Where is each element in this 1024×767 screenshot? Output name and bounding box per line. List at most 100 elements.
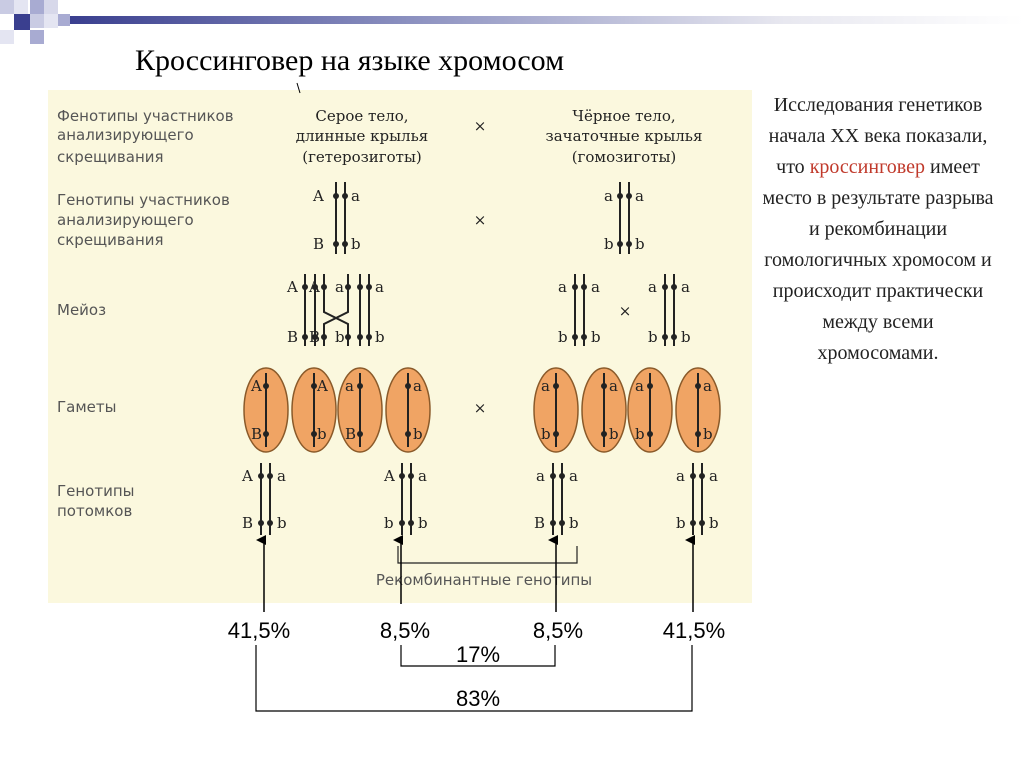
allele-label: B bbox=[309, 328, 320, 346]
parent-right-phenotype: Чёрное тело, зачаточные крылья (гомозиго… bbox=[546, 107, 703, 166]
svg-text:длинные крылья: длинные крылья bbox=[296, 127, 428, 145]
allele-label: b bbox=[703, 425, 713, 443]
row-label-offspring: Генотипы потомков bbox=[57, 482, 135, 520]
allele-label: B bbox=[345, 425, 356, 443]
gamete: a b bbox=[581, 367, 627, 453]
side-text: Исследования генетиков начала XX века по… bbox=[760, 90, 996, 369]
title-gradient-bar bbox=[70, 16, 1024, 24]
svg-text:Серое тело,: Серое тело, bbox=[315, 107, 408, 125]
allele-label: b bbox=[569, 514, 579, 532]
allele-label: B bbox=[251, 425, 262, 443]
allele-label: b bbox=[351, 235, 361, 253]
gamete: a B bbox=[337, 367, 383, 453]
allele-label: a bbox=[541, 377, 550, 395]
gamete: a b bbox=[627, 367, 673, 453]
meiosis-right-loci bbox=[572, 284, 677, 340]
allele-label: a bbox=[375, 278, 384, 296]
svg-text:зачаточные крылья: зачаточные крылья bbox=[546, 127, 703, 145]
allele-label: b bbox=[648, 328, 658, 346]
percentage-label: 41,5% bbox=[663, 618, 725, 643]
allele-label: b bbox=[635, 235, 645, 253]
allele-label: A bbox=[312, 187, 324, 205]
allele-label: b bbox=[591, 328, 601, 346]
side-text-highlight: кроссинговер bbox=[809, 156, 925, 178]
row-label-phenotypes: Фенотипы участников анализирующего скрещ… bbox=[57, 107, 234, 166]
cross-symbol: × bbox=[474, 399, 487, 417]
diagram-panel bbox=[48, 90, 752, 603]
allele-label: a bbox=[635, 377, 644, 395]
allele-label: A bbox=[383, 467, 395, 485]
svg-text:Фенотипы участников: Фенотипы участников bbox=[57, 107, 234, 125]
allele-label: a bbox=[418, 467, 427, 485]
allele-label: b bbox=[375, 328, 385, 346]
allele-label: b bbox=[541, 425, 551, 443]
allele-label: a bbox=[413, 377, 422, 395]
row-label-meiosis: Мейоз bbox=[57, 301, 106, 319]
svg-text:анализирующего: анализирующего bbox=[57, 211, 194, 229]
svg-text:скрещивания: скрещивания bbox=[57, 231, 164, 249]
svg-text:Генотипы: Генотипы bbox=[57, 482, 135, 500]
allele-label: a bbox=[648, 278, 657, 296]
allele-label: B bbox=[287, 328, 298, 346]
offspring-genotype: A a b b bbox=[383, 463, 428, 535]
allele-label: a bbox=[676, 467, 685, 485]
cross-symbol: × bbox=[619, 302, 632, 320]
svg-text:скрещивания: скрещивания bbox=[57, 148, 164, 166]
allele-label: A bbox=[286, 278, 298, 296]
allele-label: a bbox=[335, 278, 344, 296]
svg-text:Чёрное тело,: Чёрное тело, bbox=[572, 107, 675, 125]
allele-label: b bbox=[558, 328, 568, 346]
gamete: a b bbox=[675, 367, 721, 453]
allele-label: a bbox=[681, 278, 690, 296]
allele-label: b bbox=[609, 425, 619, 443]
allele-label: b bbox=[418, 514, 428, 532]
side-text-after: имеет место в результате разрыва и реком… bbox=[762, 156, 994, 364]
allele-label: b bbox=[317, 425, 327, 443]
recombinant-label: Рекомбинантные генотипы bbox=[376, 571, 592, 589]
allele-label: b bbox=[676, 514, 686, 532]
allele-label: b bbox=[413, 425, 423, 443]
svg-text:анализирующего: анализирующего bbox=[57, 126, 194, 144]
allele-label: A bbox=[250, 377, 262, 395]
allele-label: a bbox=[635, 187, 644, 205]
allele-label: a bbox=[277, 467, 286, 485]
gamete: A b bbox=[291, 367, 337, 453]
slide-decoration bbox=[0, 0, 1024, 44]
allele-label: b bbox=[709, 514, 719, 532]
cross-symbol: × bbox=[474, 117, 487, 135]
percentage-label: 8,5% bbox=[533, 618, 583, 643]
allele-label: b bbox=[681, 328, 691, 346]
allele-label: a bbox=[604, 187, 613, 205]
meiosis-left-loci bbox=[302, 284, 372, 340]
recombinant-bracket bbox=[397, 546, 578, 564]
allele-label: A bbox=[308, 278, 320, 296]
row-label-genotypes: Генотипы участников анализирующего скрещ… bbox=[57, 191, 230, 249]
allele-label: b bbox=[635, 425, 645, 443]
offspring-genotypes: A a B b A a b b a a B b bbox=[241, 463, 719, 535]
parent-left-phenotype: Серое тело, длинные крылья (гетерозиготы… bbox=[296, 107, 428, 166]
svg-text:Генотипы участников: Генотипы участников bbox=[57, 191, 230, 209]
allele-label: B bbox=[242, 514, 253, 532]
svg-text:(гомозиготы): (гомозиготы) bbox=[572, 148, 677, 166]
percentage-arrows bbox=[256, 535, 695, 612]
percentage-label: 8,5% bbox=[380, 618, 430, 643]
sum-brackets bbox=[255, 645, 693, 712]
allele-label: b bbox=[335, 328, 345, 346]
allele-label: a bbox=[345, 377, 354, 395]
svg-text:потомков: потомков bbox=[57, 502, 132, 520]
allele-label: a bbox=[351, 187, 360, 205]
svg-text:(гетерозиготы): (гетерозиготы) bbox=[302, 148, 422, 166]
allele-label: A bbox=[241, 467, 253, 485]
allele-label: a bbox=[591, 278, 600, 296]
sum-recombinant-label: 17% bbox=[456, 642, 500, 667]
allele-label: a bbox=[703, 377, 712, 395]
parent-left-genotype-loci bbox=[333, 193, 348, 247]
allele-label: a bbox=[609, 377, 618, 395]
allele-label: b bbox=[277, 514, 287, 532]
allele-label: B bbox=[534, 514, 545, 532]
gamete: a b bbox=[533, 367, 579, 453]
offspring-genotype: A a B b bbox=[241, 463, 287, 535]
offspring-genotype: a a b b bbox=[676, 463, 719, 535]
allele-label: a bbox=[558, 278, 567, 296]
